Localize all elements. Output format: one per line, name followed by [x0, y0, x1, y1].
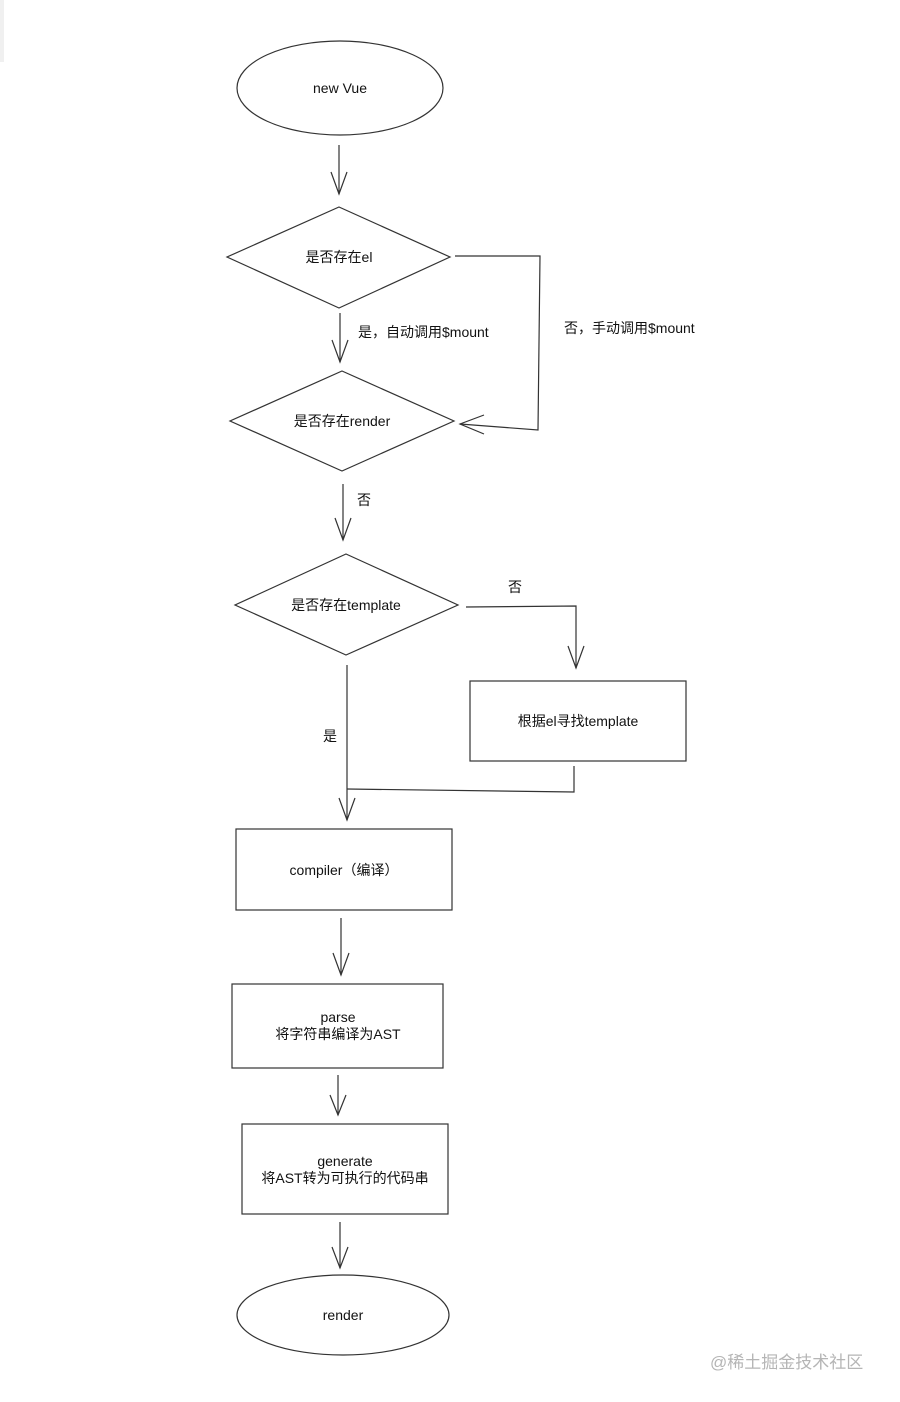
edge-render-no-label: 否 [357, 492, 371, 508]
node-has-el: 是否存在el [225, 206, 452, 309]
edge-mark [0, 0, 4, 62]
edge-el-no-label: 否，手动调用$mount [564, 320, 695, 336]
edge-parse-to-generate [329, 1075, 347, 1117]
node-compiler: compiler（编译） [235, 828, 453, 911]
edge-compiler-to-parse [332, 918, 350, 977]
edge-el-yes [331, 313, 349, 364]
node-render-end: render [236, 1274, 450, 1356]
node-generate: generate 将AST转为可执行的代码串 [241, 1123, 449, 1215]
node-has-render: 是否存在render [228, 370, 456, 472]
node-find-template: 根据el寻找template [469, 680, 687, 762]
edge-template-no [465, 605, 585, 670]
watermark: @稀土掘金技术社区 [710, 1353, 863, 1372]
edge-newvue-to-el [330, 145, 348, 196]
node-find-template-label: 根据el寻找template [518, 713, 639, 729]
edge-el-no [455, 255, 541, 435]
node-generate-desc: 将AST转为可执行的代码串 [261, 1170, 428, 1186]
node-render-end-label: render [323, 1307, 364, 1323]
edge-generate-to-render [331, 1222, 349, 1270]
node-parse-title: parse [320, 1009, 355, 1025]
edge-template-yes [338, 665, 356, 822]
node-has-render-label: 是否存在render [294, 413, 391, 429]
node-parse-desc: 将字符串编译为AST [275, 1026, 401, 1042]
edge-findtemplate-to-compiler [346, 766, 575, 793]
edge-el-yes-label: 是，自动调用$mount [358, 324, 489, 340]
node-has-template-label: 是否存在template [291, 597, 401, 613]
node-new-vue: new Vue [236, 40, 444, 136]
node-new-vue-label: new Vue [313, 80, 367, 96]
edge-template-yes-label: 是 [323, 728, 337, 744]
node-has-el-label: 是否存在el [306, 249, 373, 265]
node-generate-title: generate [317, 1153, 372, 1169]
node-has-template: 是否存在template [233, 553, 460, 656]
edge-template-no-label: 否 [508, 579, 522, 595]
node-compiler-label: compiler（编译） [290, 862, 399, 878]
node-parse: parse 将字符串编译为AST [231, 983, 444, 1069]
edge-render-no [334, 484, 352, 542]
